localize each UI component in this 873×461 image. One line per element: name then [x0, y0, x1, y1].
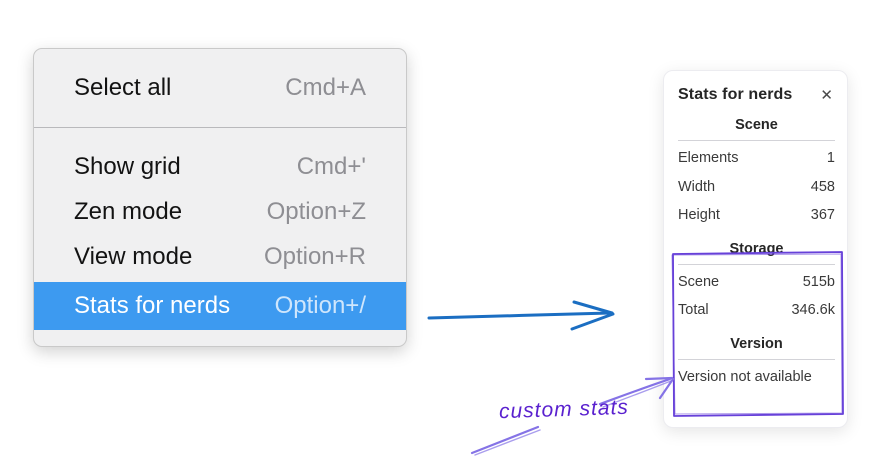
menu-item-show-grid[interactable]: Show grid Cmd+' [34, 144, 406, 189]
stat-label: Scene [678, 273, 720, 290]
section-heading-storage: Storage [729, 240, 784, 257]
menu-item-label: Stats for nerds [74, 292, 231, 319]
stats-panel-title: Stats for nerds [678, 86, 793, 103]
section-heading-scene: Scene [735, 117, 778, 133]
stat-row-height: Height 367 [678, 201, 835, 230]
stat-label: Elements [678, 150, 739, 166]
menu-item-shortcut: Cmd+' [296, 152, 366, 180]
stat-row-total-size: Total 346.6k [678, 296, 835, 325]
menu-group: Show grid Cmd+' Zen mode Option+Z View m… [34, 128, 406, 330]
menu-item-shortcut: Cmd+A [285, 74, 366, 101]
menu-item-view-mode[interactable]: View mode Option+R [34, 234, 406, 279]
version-note: Version not available [678, 368, 812, 385]
menu-item-label: View mode [74, 242, 193, 270]
stat-value: 367 [810, 207, 835, 223]
section-divider [678, 263, 835, 265]
custom-stats-annotation: custom stats [498, 395, 630, 424]
section-divider [678, 358, 835, 360]
stat-label: Width [678, 178, 716, 195]
annotation-line-icon [470, 425, 541, 456]
stat-row-scene-size: Scene 515b [678, 268, 835, 297]
close-icon[interactable]: ✕ [820, 86, 833, 104]
menu-item-select-all[interactable]: Select all Cmd+A [34, 49, 406, 127]
menu-item-label: Show grid [74, 152, 181, 180]
stat-value: 458 [810, 178, 835, 195]
stats-panel: Stats for nerds ✕ Scene Elements 1 Width… [663, 70, 848, 428]
menu-item-label: Select all [74, 74, 172, 101]
section-heading-version: Version [730, 335, 783, 352]
stat-value: 515b [802, 273, 835, 290]
menu-item-stats-for-nerds[interactable]: Stats for nerds Option+/ [34, 282, 406, 330]
stat-value: 1 [826, 150, 835, 166]
stat-label: Height [678, 207, 720, 223]
menu-item-shortcut: Option+R [263, 242, 366, 270]
stat-row-width: Width 458 [678, 173, 835, 202]
context-menu: Select all Cmd+A Show grid Cmd+' Zen mod… [33, 48, 407, 347]
menu-item-shortcut: Option+/ [274, 292, 366, 319]
stats-panel-header: Stats for nerds ✕ [678, 86, 835, 104]
stat-value: 346.6k [791, 302, 835, 318]
section-divider [678, 140, 835, 141]
menu-item-zen-mode[interactable]: Zen mode Option+Z [34, 189, 406, 234]
arrow-right-icon [427, 300, 615, 331]
menu-item-shortcut: Option+Z [266, 197, 366, 225]
stat-label: Total [678, 302, 709, 318]
stat-row-elements: Elements 1 [678, 144, 835, 173]
menu-divider [34, 127, 406, 128]
menu-item-label: Zen mode [74, 197, 183, 225]
